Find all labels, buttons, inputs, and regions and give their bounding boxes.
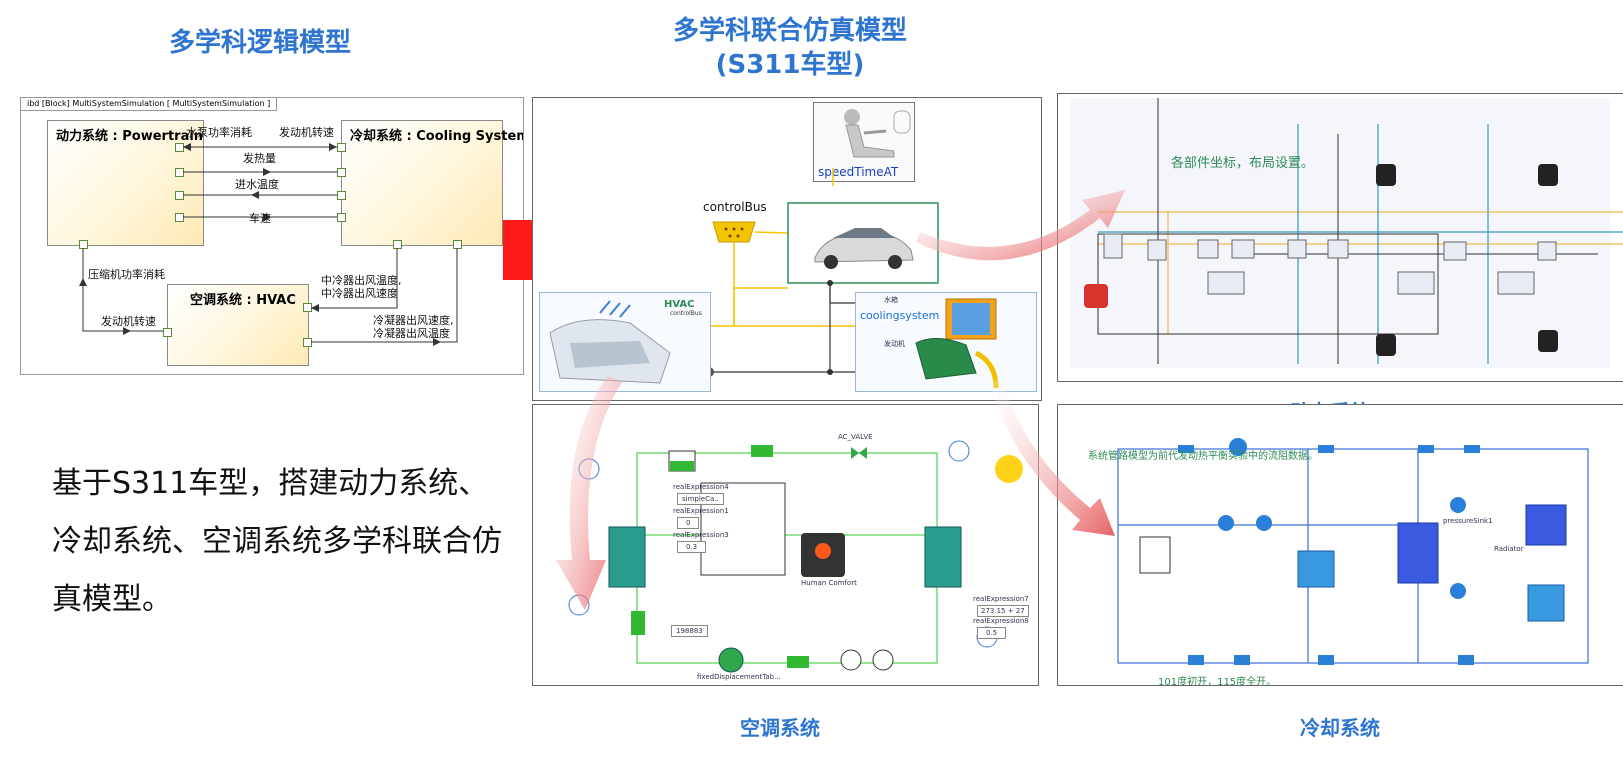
flow-heat: 发热量 — [243, 152, 276, 165]
cooling-model-panel: 系统管路模型为前代发动热平衡实验中的流阻数据。 101度初开，115度全开。 p… — [1057, 404, 1623, 686]
hvac-sublabel: controlBus — [670, 310, 702, 317]
expr-value-2[interactable]: 0 — [677, 517, 700, 529]
cosim-title-line2: (S311车型) — [715, 50, 865, 80]
driver-component[interactable]: speedTimeAT — [813, 102, 915, 182]
cosim-title-line1: 多学科联合仿真模型 — [672, 16, 907, 46]
powertrain-block[interactable]: 动力系统 : Powertrain — [47, 120, 204, 246]
radiator-label: Radiator — [1494, 545, 1524, 553]
hvac-block-title: 空调系统 : HVAC — [190, 293, 296, 308]
sysml-connectors — [79, 143, 458, 346]
flow-engine-speed-hvac: 发动机转速 — [101, 315, 156, 328]
summary-text: 基于S311车型，搭建动力系统、冷却系统、空调系统多学科联合仿真模型。 — [52, 466, 502, 617]
logic-model-title: 多学科逻辑模型 — [168, 28, 351, 58]
flow-intercooler: 中冷器出风温度, 中冷器出风速度 — [321, 274, 402, 300]
cooling-annotation-top: 系统管路模型为前代发动热平衡实验中的流阻数据。 — [1088, 451, 1318, 462]
expr-value-5[interactable]: 0.5 — [977, 627, 1007, 639]
hvac-model-panel: AC_VALVE Human Comfort fixedDisplacement… — [532, 404, 1039, 686]
cooling-wiring — [1117, 438, 1589, 665]
compressor-label: fixedDisplacementTab... — [697, 673, 781, 681]
cooling-annotation-bottom: 101度初开，115度全开。 — [1158, 677, 1277, 686]
port — [337, 143, 346, 152]
cooling-caption: 冷却系统 — [1300, 716, 1380, 740]
cooling-label: coolingsystem — [860, 309, 940, 322]
ibd-header: ibd [Block] MultiSystemSimulation [ Mult… — [21, 98, 278, 111]
hvac-block[interactable]: 空调系统 : HVAC — [167, 284, 309, 366]
cooling-block-title: 冷却系统 : Cooling System — [350, 129, 524, 144]
flow-pump-power: 水泵功率消耗 — [186, 126, 252, 139]
sysml-ibd-diagram: ibd [Block] MultiSystemSimulation [ Mult… — [20, 97, 524, 375]
cosim-model-title: 多学科联合仿真模型 (S311车型) — [630, 14, 950, 82]
flow-vehicle-speed: 车速 — [249, 212, 271, 225]
driver-icon — [844, 109, 911, 158]
bus-label: controlBus — [703, 200, 767, 214]
powertrain-wiring — [1084, 98, 1623, 364]
port — [163, 328, 172, 337]
flow-engine-speed-top: 发动机转速 — [279, 126, 334, 139]
driver-label: speedTimeAT — [818, 165, 899, 179]
pressure-sink-label: pressureSink1 — [1443, 517, 1493, 525]
cooling-system-block[interactable]: 冷却系统 : Cooling System — [341, 120, 523, 246]
cosim-wiring — [704, 168, 939, 377]
hvac-subsystem[interactable]: HVAC controlBus — [539, 292, 711, 392]
flow-condenser: 冷凝器出风速度, 冷凝器出风温度 — [373, 314, 454, 340]
port — [337, 191, 346, 200]
expr-label-3: realExpression3 — [673, 531, 729, 539]
powertrain-model-panel: 各部件坐标，布局设置。 — [1057, 93, 1623, 382]
cooling-small-label-1: 水箱 — [884, 296, 898, 304]
comfort-label: Human Comfort — [801, 579, 857, 587]
car-interior-icon — [549, 300, 671, 384]
port — [337, 213, 346, 222]
hvac-label: HVAC — [664, 299, 695, 310]
expr-label-1: realExpression4 — [673, 483, 729, 491]
expr-value-3[interactable]: 0.3 — [677, 541, 707, 553]
flow-inlet-temp: 进水温度 — [235, 178, 279, 191]
port — [337, 168, 346, 177]
expr-value-4[interactable]: 273.15 + 27 — [977, 605, 1029, 617]
expr-label-4: realExpression7 — [973, 595, 1029, 603]
expr-label-2: realExpression1 — [673, 507, 729, 515]
engine-cooling-icon — [915, 298, 999, 389]
powertrain-block-title: 动力系统 : Powertrain — [56, 129, 204, 144]
modelica-canvas — [1070, 98, 1610, 368]
flow-compressor-power: 压缩机功率消耗 — [88, 268, 165, 281]
hvac-caption: 空调系统 — [740, 716, 820, 740]
powertrain-annotation: 各部件坐标，布局设置。 — [1171, 156, 1315, 171]
expr-label-5: realExpression8 — [973, 617, 1029, 625]
valve-label: AC_VALVE — [838, 433, 873, 441]
expr-value-1[interactable]: simpleCa.. — [677, 493, 724, 505]
cooling-subsystem[interactable]: coolingsystem 水箱 发动机 — [855, 292, 1037, 392]
cosim-model-panel: speedTimeAT controlBus — [532, 97, 1042, 401]
cooling-small-label-2: 发动机 — [884, 340, 905, 348]
hvac-wiring — [568, 440, 1023, 673]
expr-value-6[interactable]: 198883 — [671, 625, 708, 637]
